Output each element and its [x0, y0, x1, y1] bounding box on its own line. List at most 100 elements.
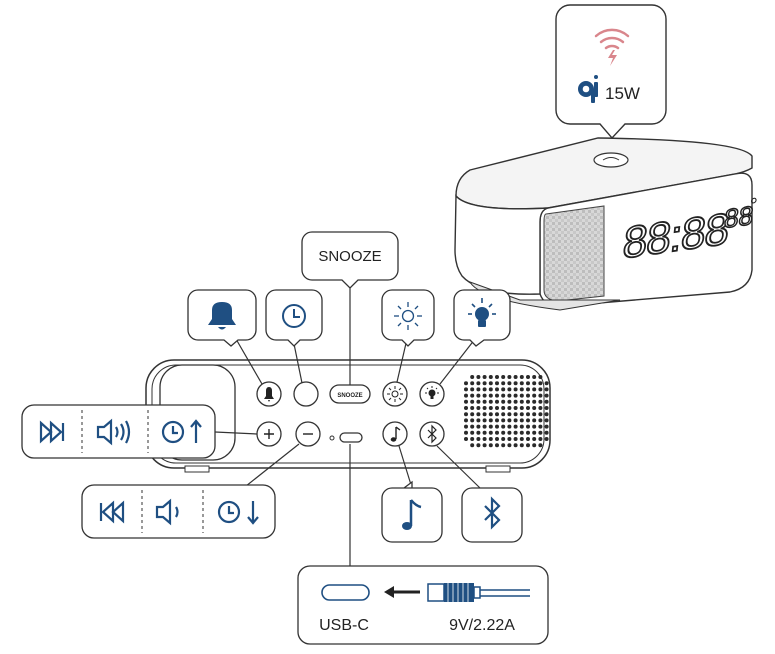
speaker-hole: [526, 443, 530, 448]
callout-snooze: SNOOZE: [301, 231, 399, 289]
speaker-hole: [519, 418, 524, 423]
device-button-plus[interactable]: [256, 421, 282, 447]
speaker-hole: [507, 375, 512, 379]
speaker-hole: [501, 387, 506, 392]
speaker-hole: [464, 387, 468, 392]
device-button-minus[interactable]: [295, 421, 321, 447]
speaker-hole: [544, 418, 549, 423]
callout-plus-functions: [21, 404, 216, 459]
speaker-hole: [526, 399, 530, 404]
speaker-hole: [513, 443, 518, 448]
speaker-hole: [488, 430, 493, 435]
speaker-hole: [538, 387, 543, 392]
speaker-hole: [507, 412, 512, 417]
speaker-hole: [538, 437, 543, 441]
device-button-bluetooth[interactable]: [419, 421, 445, 447]
speaker-hole: [501, 393, 506, 398]
speaker-hole: [519, 443, 524, 448]
adapter-rating-label: 9V/2.22A: [449, 617, 515, 634]
speaker-hole: [495, 418, 499, 423]
speaker-hole: [526, 437, 530, 441]
speaker-hole: [482, 387, 487, 392]
bluetooth-icon: [484, 496, 501, 530]
speaker-hole: [501, 406, 506, 410]
speaker-hole: [482, 424, 487, 429]
speaker-hole: [464, 399, 468, 404]
speaker-hole: [513, 399, 518, 404]
speaker-hole: [464, 437, 468, 441]
light-bulb-icon: [425, 386, 439, 399]
speaker-hole: [488, 381, 493, 386]
speaker-hole: [526, 430, 530, 435]
device-button-music[interactable]: [382, 421, 408, 447]
top-view-body: [145, 359, 551, 473]
light-bulb-icon: [468, 298, 496, 327]
device-button-light[interactable]: [419, 381, 445, 407]
device-usb-port[interactable]: [339, 432, 363, 443]
speaker-hole: [507, 443, 512, 448]
speaker-hole: [470, 418, 475, 423]
skip-back-icon: [99, 500, 125, 524]
speaker-hole: [532, 443, 537, 448]
plus-icon: [264, 429, 274, 439]
callout-minus-functions: [81, 484, 276, 539]
speaker-hole: [495, 430, 499, 435]
speaker-hole: [501, 399, 506, 404]
speaker-hole: [495, 437, 499, 441]
speaker-hole: [488, 412, 493, 417]
callout-light: [453, 289, 511, 347]
device-button-alarm[interactable]: [256, 381, 282, 407]
speaker-hole: [544, 430, 549, 435]
charging-pad-icon: [593, 152, 629, 168]
speaker-hole: [532, 424, 537, 429]
device-button-brightness[interactable]: [382, 381, 408, 407]
speaker-hole: [538, 418, 543, 423]
speaker-hole: [526, 393, 530, 398]
speaker-hole: [519, 424, 524, 429]
device-button-snooze[interactable]: SNOOZE: [329, 384, 371, 404]
wireless-charging-icon: [594, 28, 630, 66]
clock-icon: [282, 304, 306, 328]
speaker-hole: [482, 393, 487, 398]
speaker-hole: [470, 406, 475, 410]
speaker-hole: [526, 375, 530, 379]
speaker-hole: [513, 437, 518, 441]
speaker-hole: [470, 387, 475, 392]
speaker-hole: [538, 443, 543, 448]
speaker-hole: [482, 381, 487, 386]
speaker-hole: [488, 437, 493, 441]
bell-icon: [208, 302, 236, 330]
speaker-hole: [470, 375, 475, 379]
wireless-callout: 15W: [555, 4, 667, 140]
speaker-hole: [513, 393, 518, 398]
usb-c-port-icon: [321, 584, 370, 601]
speaker-hole: [532, 437, 537, 441]
speaker-hole: [488, 443, 493, 448]
speaker-hole: [519, 437, 524, 441]
speaker-hole: [501, 424, 506, 429]
speaker-hole: [476, 399, 481, 404]
speaker-hole: [519, 387, 524, 392]
device-button-clock[interactable]: [293, 381, 319, 407]
speaker-hole: [495, 399, 499, 404]
fabric-grill: [543, 205, 605, 302]
callout-clock: [265, 289, 323, 347]
speaker-hole: [470, 399, 475, 404]
speaker-hole: [495, 393, 499, 398]
speaker-hole: [513, 381, 518, 386]
speaker-hole: [526, 381, 530, 386]
speaker-hole: [464, 381, 468, 386]
speaker-grill: [464, 375, 549, 448]
speaker-hole: [488, 393, 493, 398]
speaker-hole: [495, 424, 499, 429]
speaker-hole: [544, 412, 549, 417]
bell-icon: [264, 387, 274, 402]
speaker-hole: [507, 424, 512, 429]
speaker-hole: [526, 406, 530, 410]
clock-degree: °: [748, 194, 758, 217]
speaker-hole: [507, 406, 512, 410]
callout-power: USB-C 9V/2.22A: [297, 565, 549, 645]
speaker-hole: [476, 406, 481, 410]
speaker-hole: [464, 393, 468, 398]
speaker-hole: [476, 387, 481, 392]
